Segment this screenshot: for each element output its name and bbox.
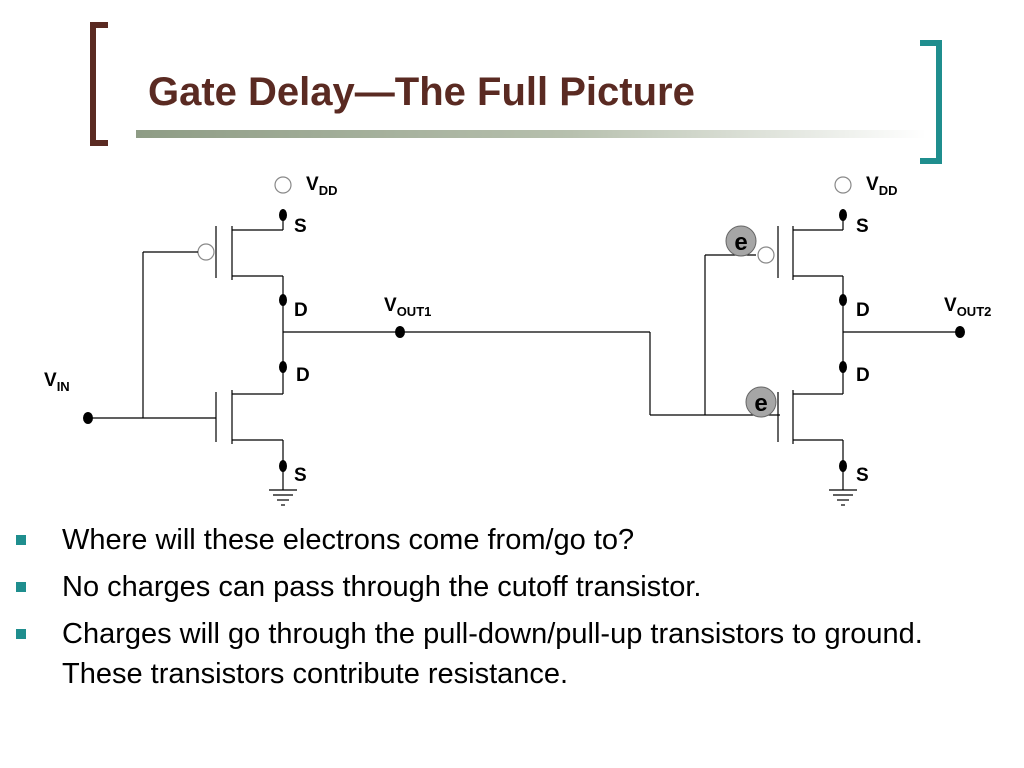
drain-label-p1: D	[294, 300, 308, 321]
pmos-bubble-1	[197, 243, 215, 261]
vout2-label: VOUT2	[944, 295, 991, 319]
electron-marker-2: e	[745, 386, 777, 418]
source-label-p1: S	[294, 216, 307, 237]
node-source-n1	[279, 460, 287, 472]
source-label-n2: S	[856, 465, 869, 486]
electron-label-2: e	[754, 390, 767, 417]
bullet-square-icon	[16, 582, 26, 592]
node-vout1	[395, 326, 405, 338]
vin-label: VIN	[44, 370, 70, 394]
bullet-square-icon	[16, 629, 26, 639]
title-underline	[136, 130, 926, 138]
node-vout2	[955, 326, 965, 338]
bullet-list: Where will these electrons come from/go …	[0, 520, 1024, 701]
node-drain-n1	[279, 361, 287, 373]
vdd-label-2: VDD	[866, 174, 897, 198]
vdd-label-1: VDD	[306, 174, 337, 198]
electron-label-1: e	[734, 229, 747, 256]
drain-label-p2: D	[856, 300, 870, 321]
right-bracket-decoration	[920, 40, 942, 164]
vout1-label: VOUT1	[384, 295, 431, 319]
node-source-n2	[839, 460, 847, 472]
pmos-bubble-2	[757, 246, 775, 264]
source-label-n1: S	[294, 465, 307, 486]
vdd-terminal-1	[274, 176, 292, 194]
bullet-text: Where will these electrons come from/go …	[62, 524, 635, 556]
drain-label-n1: D	[296, 365, 310, 386]
node-source-p2	[839, 209, 847, 221]
drain-label-n2: D	[856, 365, 870, 386]
bullet-text: Charges will go through the pull-down/pu…	[62, 618, 923, 690]
bullet-item: Where will these electrons come from/go …	[0, 520, 1024, 560]
bullet-square-icon	[16, 535, 26, 545]
bullet-item: Charges will go through the pull-down/pu…	[0, 614, 1024, 694]
node-drain-p2	[839, 294, 847, 306]
node-drain-p1	[279, 294, 287, 306]
node-drain-n2	[839, 361, 847, 373]
left-bracket-decoration	[90, 22, 108, 146]
bullet-text: No charges can pass through the cutoff t…	[62, 571, 702, 603]
node-vin	[83, 412, 93, 424]
source-label-p2: S	[856, 216, 869, 237]
electron-marker-1: e	[725, 225, 757, 257]
vdd-terminal-2	[834, 176, 852, 194]
node-source-p1	[279, 209, 287, 221]
bullet-item: No charges can pass through the cutoff t…	[0, 567, 1024, 607]
slide-title: Gate Delay—The Full Picture	[148, 70, 695, 114]
